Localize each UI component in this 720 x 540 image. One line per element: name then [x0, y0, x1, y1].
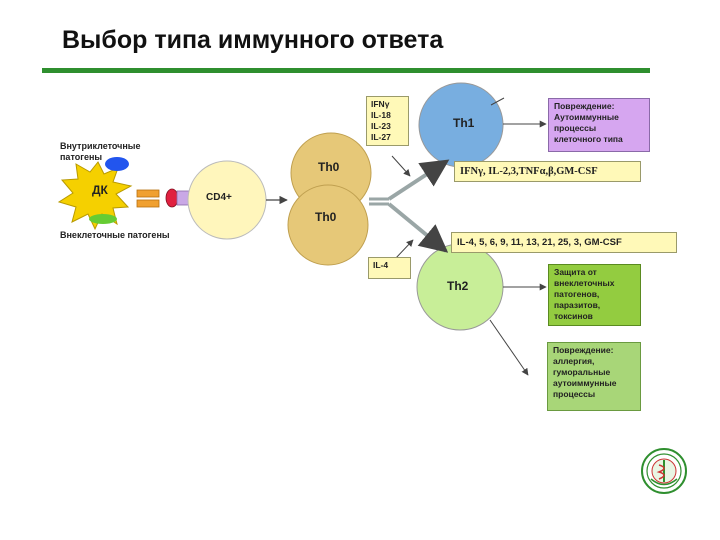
th2-inducer-arrow — [394, 239, 414, 260]
th2-inducer-cytokines: IL-4 — [368, 257, 411, 279]
th0-to-th1-arrow — [387, 159, 450, 201]
dendritic-cell-star — [57, 161, 133, 231]
th2-protection-box: Защита от внеклеточных патогенов, парази… — [548, 264, 641, 326]
th1-upper-arrow — [490, 97, 505, 106]
mhc-receptor-shape — [165, 188, 179, 208]
th1-damage-box: Повреждение: Аутоиммунные процессы клето… — [548, 98, 650, 152]
th0-lower-label: Th0 — [315, 210, 337, 224]
th1-produced-cytokines: IFNγ, IL-2,3,TNFα,β,GM-CSF — [454, 161, 641, 182]
th2-label: Th2 — [447, 279, 469, 293]
intracellular-pathogens-label: Внутриклеточные патогены — [60, 141, 141, 162]
th0-cell-lower — [287, 184, 369, 266]
th2-produced-cytokines: IL-4, 5, 6, 9, 11, 13, 21, 25, 3, GM-CSF — [451, 232, 677, 253]
intracellular-pathogen-icon — [105, 157, 129, 171]
cd4-label: CD4+ — [206, 192, 232, 203]
extracellular-pathogen-icon — [89, 214, 117, 224]
th0-to-th2-arrow — [387, 202, 449, 253]
th1-label: Th1 — [453, 116, 475, 130]
dc-connector-bar-upper — [136, 189, 160, 198]
title-divider — [42, 68, 650, 73]
th0-output-connector — [369, 197, 389, 206]
th0-upper-label: Th0 — [318, 160, 340, 174]
th1-inducer-arrow — [391, 155, 411, 177]
page-title: Выбор типа иммунного ответа — [62, 26, 444, 54]
medical-emblem-icon — [641, 448, 687, 494]
dc-connector-bar-lower — [136, 199, 160, 208]
th1-inducer-cytokines: IFNγ IL-18 IL-23 IL-27 — [366, 96, 409, 146]
th2-damage-box: Повреждение: аллергия, гуморальные аутои… — [547, 342, 641, 411]
dc-label: ДК — [92, 183, 108, 197]
th2-to-damage-arrow — [489, 319, 529, 376]
extracellular-pathogens-label: Внеклеточные патогены — [60, 230, 170, 240]
